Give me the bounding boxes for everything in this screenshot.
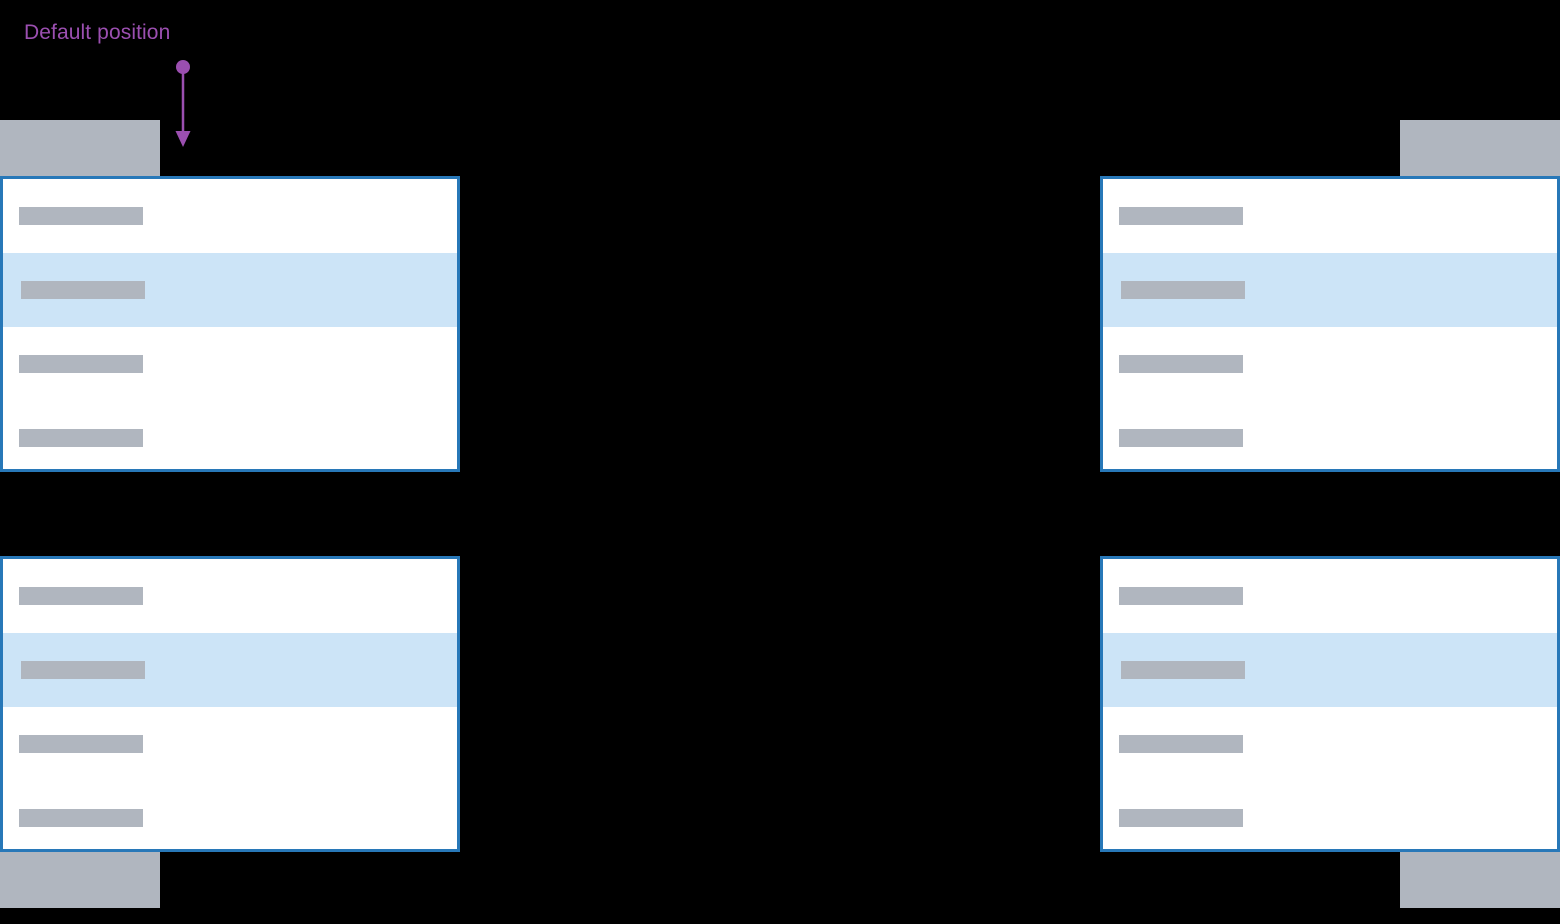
anchor-bottom-right[interactable]	[1400, 852, 1560, 908]
top-right-flyout-panel[interactable]	[1100, 176, 1560, 472]
menu-item-label-placeholder	[19, 429, 143, 447]
menu-item-label-placeholder	[1119, 207, 1243, 225]
menu-item-row[interactable]	[3, 401, 457, 469]
menu-item-label-placeholder	[19, 207, 143, 225]
menu-item-label-placeholder	[1121, 661, 1245, 679]
menu-item-label-placeholder	[21, 661, 145, 679]
menu-item-label-placeholder	[1119, 355, 1243, 373]
menu-item-label-placeholder	[1119, 429, 1243, 447]
menu-item-label-placeholder	[19, 587, 143, 605]
menu-item-row[interactable]	[1103, 633, 1557, 707]
menu-item-label-placeholder	[1119, 587, 1243, 605]
menu-item-label-placeholder	[19, 355, 143, 373]
menu-item-row[interactable]	[3, 781, 457, 849]
annotation-label-default-position: Default position	[24, 21, 171, 44]
menu-item-row[interactable]	[3, 633, 457, 707]
menu-item-row[interactable]	[3, 707, 457, 781]
menu-item-row[interactable]	[1103, 559, 1557, 633]
menu-item-row[interactable]	[3, 179, 457, 253]
menu-item-label-placeholder	[1119, 809, 1243, 827]
anchor-top-right[interactable]	[1400, 120, 1560, 176]
menu-item-row[interactable]	[1103, 401, 1557, 469]
menu-item-row[interactable]	[1103, 253, 1557, 327]
top-left-flyout-panel[interactable]	[0, 176, 460, 472]
bottom-right-flyout-panel[interactable]	[1100, 556, 1560, 852]
bottom-left-flyout-panel[interactable]	[0, 556, 460, 852]
menu-item-row[interactable]	[3, 327, 457, 401]
menu-item-label-placeholder	[19, 809, 143, 827]
menu-item-label-placeholder	[19, 735, 143, 753]
menu-item-row[interactable]	[3, 559, 457, 633]
menu-item-label-placeholder	[1121, 281, 1245, 299]
anchor-top-left[interactable]	[0, 120, 160, 176]
menu-item-label-placeholder	[21, 281, 145, 299]
menu-item-row[interactable]	[1103, 179, 1557, 253]
menu-item-label-placeholder	[1119, 735, 1243, 753]
anchor-bottom-left[interactable]	[0, 852, 160, 908]
down-arrow-icon	[175, 60, 191, 147]
menu-item-row[interactable]	[1103, 781, 1557, 849]
menu-item-row[interactable]	[1103, 327, 1557, 401]
menu-item-row[interactable]	[1103, 707, 1557, 781]
menu-item-row[interactable]	[3, 253, 457, 327]
